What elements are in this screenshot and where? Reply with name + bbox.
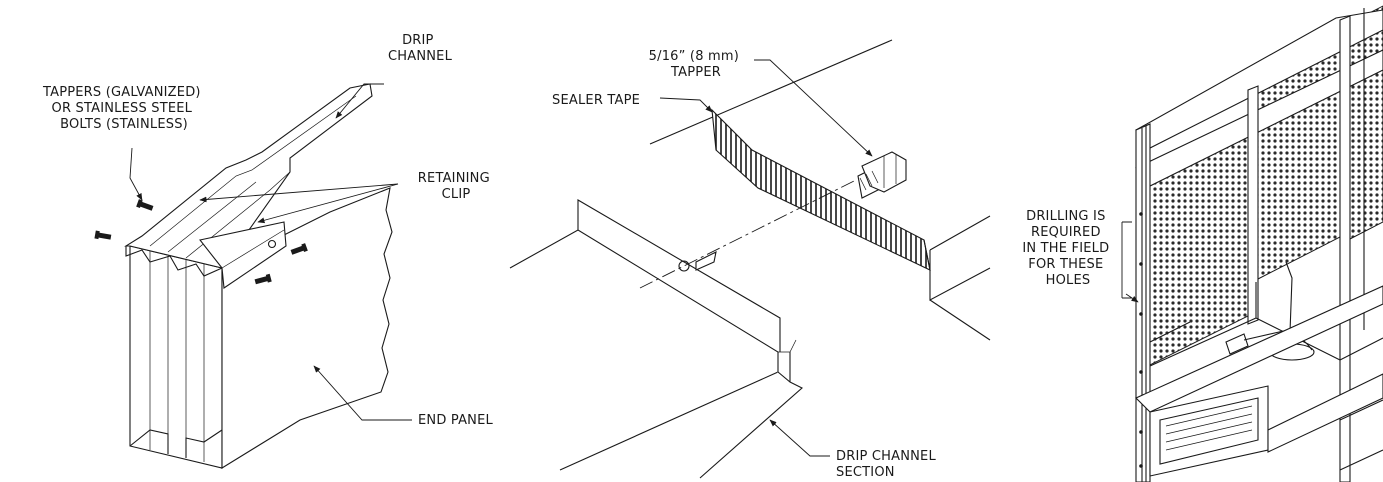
strainer-box-inner xyxy=(1159,397,1259,465)
fastener-centerline xyxy=(639,179,857,289)
lower-right-rail xyxy=(1267,373,1383,453)
leader-drip-channel-section xyxy=(769,419,830,457)
frame-left-post xyxy=(1135,123,1151,482)
float-valve-body xyxy=(1225,333,1249,355)
label-tapper: 5/16” (8 mm) TAPPER xyxy=(649,49,744,80)
tapper-screw xyxy=(857,151,907,199)
float-arm xyxy=(1243,329,1289,341)
sealer-tape-right-end xyxy=(923,239,931,271)
sealer-tape xyxy=(711,108,931,271)
figure-sealer-tape-tapper: 5/16” (8 mm) TAPPER SEALER TAPE DRIP CHA… xyxy=(509,39,991,480)
leader-end-panel xyxy=(313,365,412,421)
drip-channel-hole xyxy=(678,260,690,272)
end-panel-bottom-channels xyxy=(129,429,223,458)
upper-panel-edge xyxy=(649,39,893,145)
label-end-panel: END PANEL xyxy=(418,413,494,428)
strainer-box-slots xyxy=(1165,405,1253,451)
end-panel-fold-lines xyxy=(149,251,205,462)
lower-frame-beam xyxy=(1135,285,1383,413)
frame-right-post xyxy=(1339,15,1351,482)
leader-tapper xyxy=(754,59,873,157)
retaining-clip-hole xyxy=(267,239,277,249)
upper-panel-right xyxy=(929,215,991,341)
tapper-bolts xyxy=(94,199,308,285)
frame-left-post-edges xyxy=(1141,126,1147,482)
float-rod xyxy=(1285,261,1293,333)
label-fasteners: TAPPERS (GALVANIZED) OR STAINLESS STEEL … xyxy=(42,85,205,132)
drip-channel-section-flange xyxy=(699,352,803,479)
leader-drilling-arrow xyxy=(1125,293,1139,303)
drip-channel-end-profile xyxy=(125,246,223,277)
leader-retaining-clip-2 xyxy=(257,183,399,224)
lower-right-rail-2 xyxy=(1339,399,1383,471)
sealer-tape-bracket xyxy=(695,251,717,271)
label-retaining-clip: RETAINING CLIP xyxy=(418,171,494,202)
drip-channel-groove xyxy=(149,95,357,259)
drip-channel-section-fold xyxy=(778,339,797,353)
label-drip-channel: DRIP CHANNEL xyxy=(388,33,453,64)
leader-sealer-tape xyxy=(659,97,713,113)
label-drilling: DRILLING IS REQUIRED IN THE FIELD FOR TH… xyxy=(1022,209,1113,288)
label-drip-channel-section: DRIP CHANNEL SECTION xyxy=(836,449,940,480)
field-drill-holes xyxy=(1139,212,1143,468)
figure-end-panel-drip-channel: TAPPERS (GALVANIZED) OR STAINLESS STEEL … xyxy=(42,33,494,469)
frame-center-post xyxy=(1247,85,1259,325)
leader-fasteners xyxy=(129,147,143,201)
label-sealer-tape: SEALER TAPE xyxy=(552,93,640,108)
leader-drip-channel xyxy=(335,83,384,119)
retaining-clip-edge xyxy=(221,229,285,269)
leader-retaining-clip-1 xyxy=(199,183,399,203)
leader-drilling-bracket xyxy=(1121,221,1132,299)
figure-unit-cutaway: DRILLING IS REQUIRED IN THE FIELD FOR TH… xyxy=(1022,5,1383,482)
